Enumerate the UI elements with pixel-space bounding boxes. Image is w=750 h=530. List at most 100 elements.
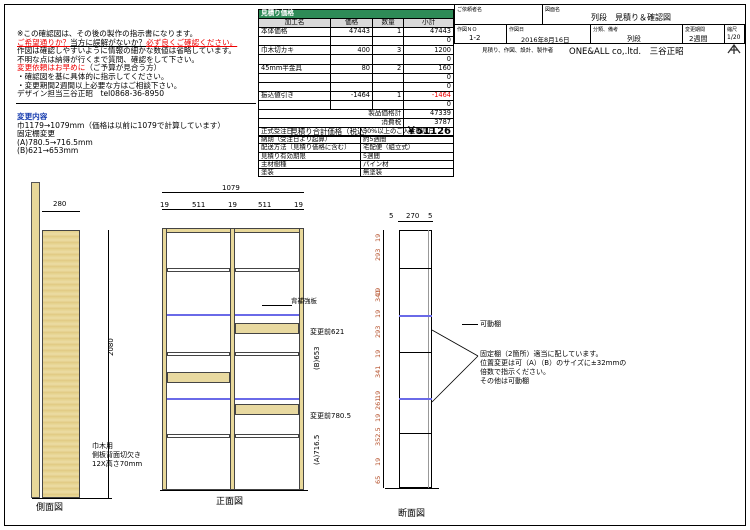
note-line: ・変更期間2週間以上必要な方はご相談下さい。 <box>17 80 182 90</box>
drawing-label: 図面名 <box>545 7 561 13</box>
estimate-cell-name: 45mm半金具 <box>257 63 332 74</box>
section-shelf-mark <box>399 352 432 353</box>
client-cell: ご依頼者名 <box>454 5 542 25</box>
section-height-dim: 352.5 <box>374 427 382 446</box>
dim-line <box>162 209 304 210</box>
col-header: 数量 <box>371 18 405 29</box>
change-block: 変更内容 巾1179→1079mm（価格は以前に1079で計算しています） 固定… <box>17 112 225 156</box>
company-logo-icon <box>727 43 741 54</box>
estimate-cell-qty <box>371 36 405 47</box>
change-note: 変更前780.5 <box>310 412 352 420</box>
type-value: 列段 <box>627 35 641 43</box>
side-wall-strip <box>31 182 40 498</box>
section-top-dim: 5 <box>428 212 433 220</box>
front-left-side <box>162 228 167 490</box>
fixed-note: その他は可動棚 <box>480 377 529 385</box>
drawing-frame <box>4 4 746 526</box>
terms-cell-v: 無塗装 <box>360 167 454 178</box>
estimate-row: 0 <box>257 54 454 65</box>
type-label: 分類、備考 <box>593 27 619 33</box>
section-back <box>428 230 429 488</box>
shelf <box>167 352 230 356</box>
note-line: ・確認図を基に具体的に指示してください。 <box>17 71 169 81</box>
fixed-shelf <box>167 372 230 383</box>
movable-shelf-line <box>167 314 230 316</box>
estimate-cell-name <box>257 54 332 65</box>
shelf <box>235 352 299 356</box>
floor-line <box>160 490 308 491</box>
side-note: 側板背面切欠き <box>92 451 141 459</box>
estimate-row: 0 <box>257 99 454 111</box>
product-value: 47339 <box>403 109 454 120</box>
estimate-cell-qty: 1 <box>371 90 405 101</box>
terms-row: 配送方法（見積り価格に含む）宅配便（組立式） <box>258 143 454 153</box>
scale-value: 1/20 <box>727 34 741 41</box>
estimate-cell-qty: 1 <box>371 27 405 38</box>
section-height-dim: 65 <box>374 475 382 484</box>
section-dim-line <box>383 230 384 488</box>
leader-line <box>262 305 292 306</box>
note-line: ※この確認図は、その後の製作の指示書になります。 <box>17 29 198 38</box>
services-text: 見積り、作図、設計、製作者 <box>482 48 554 54</box>
movable-shelf-line <box>235 314 299 316</box>
terms-cell-k: 塗装 <box>258 167 361 178</box>
no-label: 作図ＮＯ <box>457 27 478 33</box>
client-label: ご依頼者名 <box>457 7 483 13</box>
estimate-cell-price <box>330 81 373 92</box>
front-right-side <box>299 228 304 490</box>
front-dim: 19 <box>160 201 169 209</box>
drawing-name: 列段 見積り＆確認図 <box>591 13 671 22</box>
notes-block: ※この確認図は、その後の製作の指示書になります。 ご希望通りか？当方に誤解がない… <box>17 29 237 99</box>
front-view-label: 正面図 <box>216 497 244 507</box>
type-cell: 分類、備考列段 <box>590 25 682 44</box>
section-shelf-mark <box>399 398 432 400</box>
note-line: 作図は確認しやすいように情報の細かな数値は省略しています。 <box>17 46 236 56</box>
section-height-dim: 293 <box>374 248 382 261</box>
leader-lines <box>431 329 479 403</box>
section-height-dim: 19 <box>374 309 382 318</box>
front-dim: 511 <box>258 201 272 209</box>
dim-a: (A)716.5 <box>313 434 321 465</box>
date-label: 作図日 <box>509 27 525 33</box>
divider <box>16 103 256 104</box>
side-note: 12X高さ70mm <box>92 460 143 468</box>
section-height-dim: 341 <box>374 365 382 378</box>
estimate-cell-price <box>330 54 373 65</box>
dim-b: (B)653 <box>313 346 321 370</box>
back-board-label: 背補強板 <box>291 297 317 305</box>
estimate-cell-sub: 0 <box>403 36 454 47</box>
section-height-dim: 19 <box>374 349 382 358</box>
estimate-cell-price <box>330 72 373 83</box>
estimate-cell-name <box>257 99 332 111</box>
product-label: 製品価格計 <box>257 109 405 120</box>
estimate-cell-qty: 2 <box>371 63 405 74</box>
estimate-cell-price <box>330 99 373 111</box>
fixed-shelf <box>235 323 299 334</box>
estimate-cell-qty <box>371 99 405 111</box>
terms-row: 主材樹種パイン材 <box>258 159 454 169</box>
fixed-note: 倍数で指示ください。 <box>480 368 550 376</box>
estimate-row: 0 <box>257 81 454 92</box>
change-heading: 変更内容 <box>17 112 48 121</box>
section-view-label: 断面図 <box>398 509 426 519</box>
change-line: 巾1179→1079mm（価格は以前に1079で計算しています） <box>17 120 225 130</box>
shelf <box>235 268 299 272</box>
section-height-dim: 261 <box>374 397 382 410</box>
section-shelf-mark <box>399 433 432 434</box>
drawing-cell: 図面名列段 見積り＆確認図 <box>542 5 745 25</box>
side-width-dim: 280 <box>53 200 67 208</box>
estimate-cell-sub: 0 <box>403 54 454 65</box>
shelf <box>235 434 299 438</box>
floor-line <box>385 488 439 489</box>
estimate-cell-name: 振込値引き <box>257 90 332 101</box>
terms-row: 塗装無塗装 <box>258 167 454 178</box>
